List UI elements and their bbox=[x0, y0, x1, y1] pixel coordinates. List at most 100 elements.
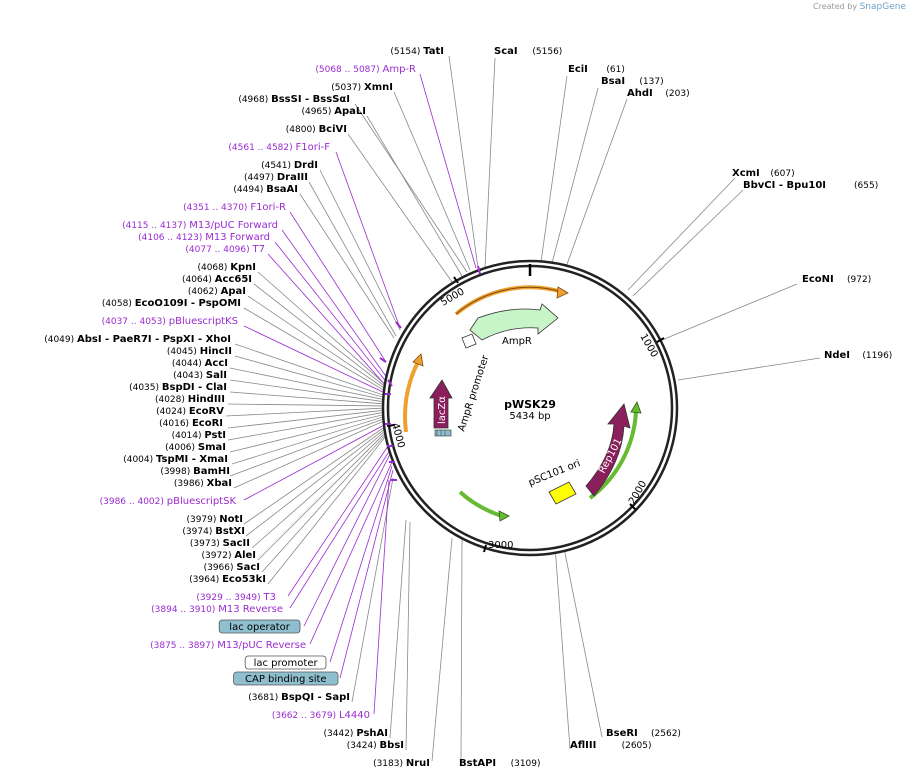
enzyme-label: (4800) BciVI bbox=[286, 124, 347, 135]
enzyme-label: (5037) XmnI bbox=[331, 82, 393, 93]
primer-range: (4077 .. 4096) bbox=[185, 245, 252, 255]
primer-name: F1ori-R bbox=[250, 202, 286, 213]
enzyme-position: (5156) bbox=[532, 47, 562, 57]
enzyme-position: (3979) bbox=[186, 515, 219, 525]
enzyme-position: (4043) bbox=[173, 371, 206, 381]
enzyme-label: (4004) TspMI - XmaI bbox=[123, 454, 228, 465]
enzyme-name: AleI bbox=[234, 550, 256, 561]
primer-label: (3894 .. 3910) M13 Reverse bbox=[151, 604, 283, 615]
primer-label: (4037 .. 4053) pBluescriptKS bbox=[102, 316, 238, 327]
primer-ticks bbox=[379, 265, 481, 481]
enzyme-label: (4064) Acc65I bbox=[182, 274, 252, 285]
enzyme-label: (4044) AccI bbox=[172, 358, 228, 369]
enzyme-name: SmaI bbox=[198, 442, 226, 453]
primer-range: (5068 .. 5087) bbox=[315, 65, 382, 75]
enzyme-label: (4014) PstI bbox=[172, 430, 226, 441]
enzyme-label: (3973) SacII bbox=[190, 538, 250, 549]
enzyme-name: NruI bbox=[406, 758, 430, 769]
enzyme-label: BsaI bbox=[601, 76, 625, 87]
lacza-label: lacZα bbox=[437, 396, 448, 424]
feature-label: CAP binding site bbox=[245, 674, 327, 685]
enzyme-position: (4494) bbox=[233, 185, 266, 195]
enzyme-position: (3966) bbox=[204, 563, 237, 573]
enzyme-position: (137) bbox=[639, 77, 663, 87]
enzyme-label: (3424) BbsI bbox=[347, 740, 404, 751]
credit-prefix: Created by bbox=[813, 2, 858, 11]
primer-label: (4351 .. 4370) F1ori-R bbox=[183, 202, 286, 213]
enzyme-name: Acc65I bbox=[215, 274, 252, 285]
enzyme-label: (3966) SacI bbox=[204, 562, 260, 573]
primer-range: (3875 .. 3897) bbox=[150, 641, 217, 651]
enzyme-position: (3998) bbox=[160, 467, 193, 477]
primer-range: (4561 .. 4582) bbox=[228, 143, 295, 153]
ampr-arrow bbox=[469, 303, 559, 341]
enzyme-label: (4016) EcoRI bbox=[159, 418, 223, 429]
primer-label: (4106 .. 4123) M13 Forward bbox=[138, 232, 270, 243]
enzyme-name: BstXI bbox=[215, 526, 245, 537]
enzyme-name: DrdI bbox=[294, 160, 318, 171]
primer-range: (4115 .. 4137) bbox=[122, 221, 189, 231]
enzyme-label: (3681) BspQI - SapI bbox=[248, 692, 350, 703]
enzyme-label: (5154) TatI bbox=[390, 46, 444, 57]
enzyme-position: (4006) bbox=[165, 443, 198, 453]
green-orf-arc-bottom-head bbox=[498, 510, 510, 522]
enzyme-position: (2562) bbox=[651, 729, 681, 739]
primer-label: (5068 .. 5087) Amp-R bbox=[315, 64, 416, 75]
enzyme-label: (3442) PshAI bbox=[324, 728, 388, 739]
enzyme-position: (4968) bbox=[238, 95, 271, 105]
enzyme-position: (5037) bbox=[331, 83, 364, 93]
lac-operator-box bbox=[434, 429, 452, 437]
enzyme-position: (4044) bbox=[172, 359, 205, 369]
enzyme-name: Eco53kI bbox=[222, 574, 266, 585]
enzyme-label: (4068) KpnI bbox=[197, 262, 256, 273]
primer-range: (4106 .. 4123) bbox=[138, 233, 205, 243]
primer-label: (3875 .. 3897) M13/pUC Reverse bbox=[150, 640, 306, 651]
enzyme-position: (4064) bbox=[182, 275, 215, 285]
orf-arc-left bbox=[403, 361, 420, 433]
primer-range: (3894 .. 3910) bbox=[151, 605, 218, 615]
enzyme-name: TspMI - XmaI bbox=[156, 454, 228, 465]
enzyme-label: XcmI bbox=[732, 168, 760, 179]
enzyme-name: BspQI - SapI bbox=[281, 692, 350, 703]
enzyme-position: (3964) bbox=[189, 575, 222, 585]
enzyme-position: (4068) bbox=[197, 263, 230, 273]
primer-label: (4561 .. 4582) F1ori-F bbox=[228, 142, 330, 153]
enzyme-position: (4058) bbox=[102, 299, 135, 309]
tick-mark-3000 bbox=[483, 544, 487, 553]
enzyme-position: (4541) bbox=[261, 161, 294, 171]
primer-name: F1ori-F bbox=[296, 142, 331, 153]
plasmid-name: pWSK29 bbox=[504, 398, 556, 411]
enzyme-name: HindIII bbox=[188, 394, 225, 405]
primer-name: T7 bbox=[252, 244, 265, 255]
enzyme-label: (4494) BsaAI bbox=[233, 184, 298, 195]
enzyme-name: NotI bbox=[219, 514, 243, 525]
enzyme-position: (1196) bbox=[862, 351, 892, 361]
tick-mark-5000 bbox=[453, 276, 459, 284]
enzyme-position: (4024) bbox=[156, 407, 189, 417]
enzyme-position: (5154) bbox=[390, 47, 423, 57]
enzyme-position: (3974) bbox=[182, 527, 215, 537]
green-orf-arc-right bbox=[588, 409, 638, 500]
enzyme-label: AflIII bbox=[570, 740, 596, 751]
orf-arc-left-head bbox=[412, 353, 424, 367]
enzyme-position: (3183) bbox=[373, 759, 406, 769]
enzyme-name: TatI bbox=[423, 46, 444, 57]
enzyme-position: (3681) bbox=[248, 693, 281, 703]
psc101-ori-box bbox=[548, 481, 577, 505]
orf-arc-top-outline bbox=[455, 286, 563, 315]
enzyme-label: (4035) BspDI - ClaI bbox=[129, 382, 227, 393]
enzyme-label: EciI bbox=[568, 64, 588, 75]
tick-label-3000: 3000 bbox=[488, 540, 513, 551]
enzyme-label: (4043) SalI bbox=[173, 370, 227, 381]
enzyme-label: BbvCI - Bpu10I bbox=[743, 180, 826, 191]
enzyme-name: BamHI bbox=[193, 466, 230, 477]
enzyme-name: PstI bbox=[204, 430, 226, 441]
primer-name: T3 bbox=[263, 592, 276, 603]
enzyme-position: (61) bbox=[606, 65, 624, 75]
feature-label: lac operator bbox=[229, 622, 290, 633]
right-labels: ScaI(5156)EciI(61)BsaI(137)AhdI(203)XcmI… bbox=[459, 46, 892, 769]
rep101-arrow bbox=[585, 403, 631, 497]
enzyme-name: XmnI bbox=[364, 82, 393, 93]
enzyme-label: (3972) AleI bbox=[202, 550, 256, 561]
